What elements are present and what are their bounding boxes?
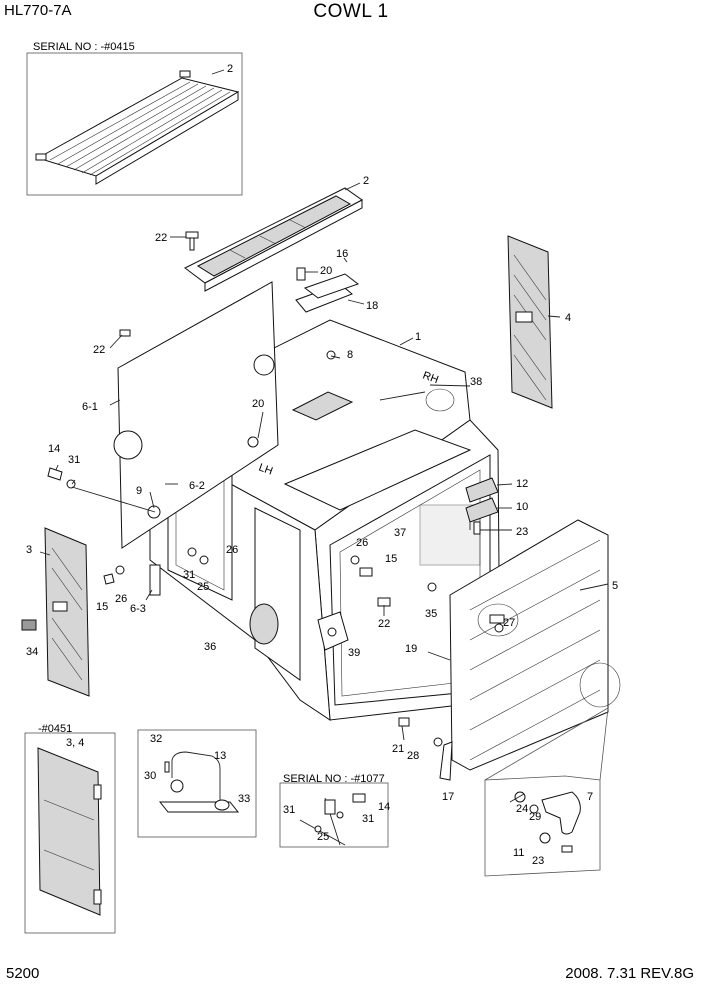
rh-marking: RH	[421, 370, 440, 387]
callout-19: 19	[405, 643, 417, 655]
inset-box-handle	[137, 729, 257, 838]
callout-5: 5	[612, 580, 618, 592]
callout-11: 11	[513, 847, 524, 859]
callout-12: 12	[516, 478, 528, 490]
leader-lines	[39, 182, 609, 803]
callout-31-inner: 31	[183, 569, 195, 581]
callout-1: 1	[415, 331, 421, 343]
callout-10: 10	[516, 501, 528, 513]
callout-6-1: 6-1	[82, 401, 98, 413]
callout-14-box: 14	[378, 801, 390, 813]
revision-date: 2008. 7.31 REV.8G	[565, 965, 694, 982]
inset-box-hinge: SERIAL NO : -#1077	[279, 773, 389, 848]
callout-8: 8	[347, 349, 353, 361]
callout-6-2: 6-2	[189, 480, 205, 492]
callout-37: 37	[394, 527, 406, 539]
model-code: HL770-7A	[4, 2, 72, 19]
callout-15-mid: 15	[385, 553, 397, 565]
callout-26-mid: 26	[356, 537, 368, 549]
callout-2: 2	[363, 175, 369, 187]
lh-marking: LH	[257, 462, 274, 478]
callout-32: 32	[150, 733, 162, 745]
page-number: 5200	[6, 965, 40, 982]
radiator-door-5	[449, 519, 621, 771]
page-title: COWL 1	[313, 1, 389, 22]
callout-23-box: 23	[532, 855, 544, 867]
callout-36: 36	[204, 641, 216, 653]
left-panel-6-1	[113, 281, 279, 549]
serial-note-top: SERIAL NO : -#0415	[33, 41, 135, 53]
callout-23: 23	[516, 526, 528, 538]
callout-30: 30	[144, 770, 156, 782]
callout-31-box-b: 31	[362, 813, 374, 825]
callout-9: 9	[136, 485, 142, 497]
callout-22-mid: 22	[378, 618, 390, 630]
callout-38: 38	[470, 376, 482, 388]
right-grille-4	[507, 235, 553, 409]
callout-20: 20	[320, 265, 332, 277]
callout-4: 4	[565, 312, 571, 324]
callout-26: 26	[226, 544, 238, 556]
callout-numbers: 2 1 3 3, 4 4 5 6-1 6-2 6-3 7 8 9 10 11 1…	[26, 175, 618, 867]
callout-3-4: 3, 4	[66, 737, 84, 749]
callout-27: 27	[503, 617, 515, 629]
callout-24: 24	[516, 803, 528, 815]
inset-box-grille-early: SERIAL NO : -#0415 2	[26, 41, 243, 196]
callout-21: 21	[392, 743, 404, 755]
inset-box-latch	[484, 707, 609, 877]
callout-20-mid: 20	[252, 398, 264, 410]
callout-18: 18	[366, 300, 378, 312]
callout-28: 28	[407, 750, 419, 762]
callout-15: 15	[96, 601, 108, 613]
callout-34: 34	[26, 646, 38, 658]
callout-22-left: 22	[93, 344, 105, 356]
callout-25-box: 25	[317, 831, 329, 843]
callout-17: 17	[442, 791, 454, 803]
callout-33: 33	[238, 793, 250, 805]
callout-3: 3	[26, 544, 32, 556]
left-grille-3	[21, 527, 90, 697]
grille-early-part	[35, 70, 240, 185]
callout-29: 29	[529, 811, 541, 823]
callout-25: 25	[197, 581, 209, 593]
callout-39: 39	[348, 647, 360, 659]
callout-26-low: 26	[115, 593, 127, 605]
top-grille	[184, 187, 363, 292]
inset-box-panel-early: -#0451	[24, 723, 116, 934]
callout-13: 13	[214, 750, 226, 762]
callout-6-3: 6-3	[130, 603, 146, 615]
callout-35: 35	[425, 608, 437, 620]
serial-note-bottom: SERIAL NO : -#1077	[283, 773, 385, 785]
callout-16: 16	[336, 248, 348, 260]
callout-14: 14	[48, 443, 60, 455]
callout-2-inset: 2	[227, 63, 233, 75]
hardware	[47, 231, 504, 781]
callout-7: 7	[587, 791, 593, 803]
serial-note-left: -#0451	[38, 723, 72, 735]
callout-31-box-a: 31	[283, 804, 295, 816]
callout-22: 22	[155, 232, 167, 244]
callout-31: 31	[68, 454, 80, 466]
